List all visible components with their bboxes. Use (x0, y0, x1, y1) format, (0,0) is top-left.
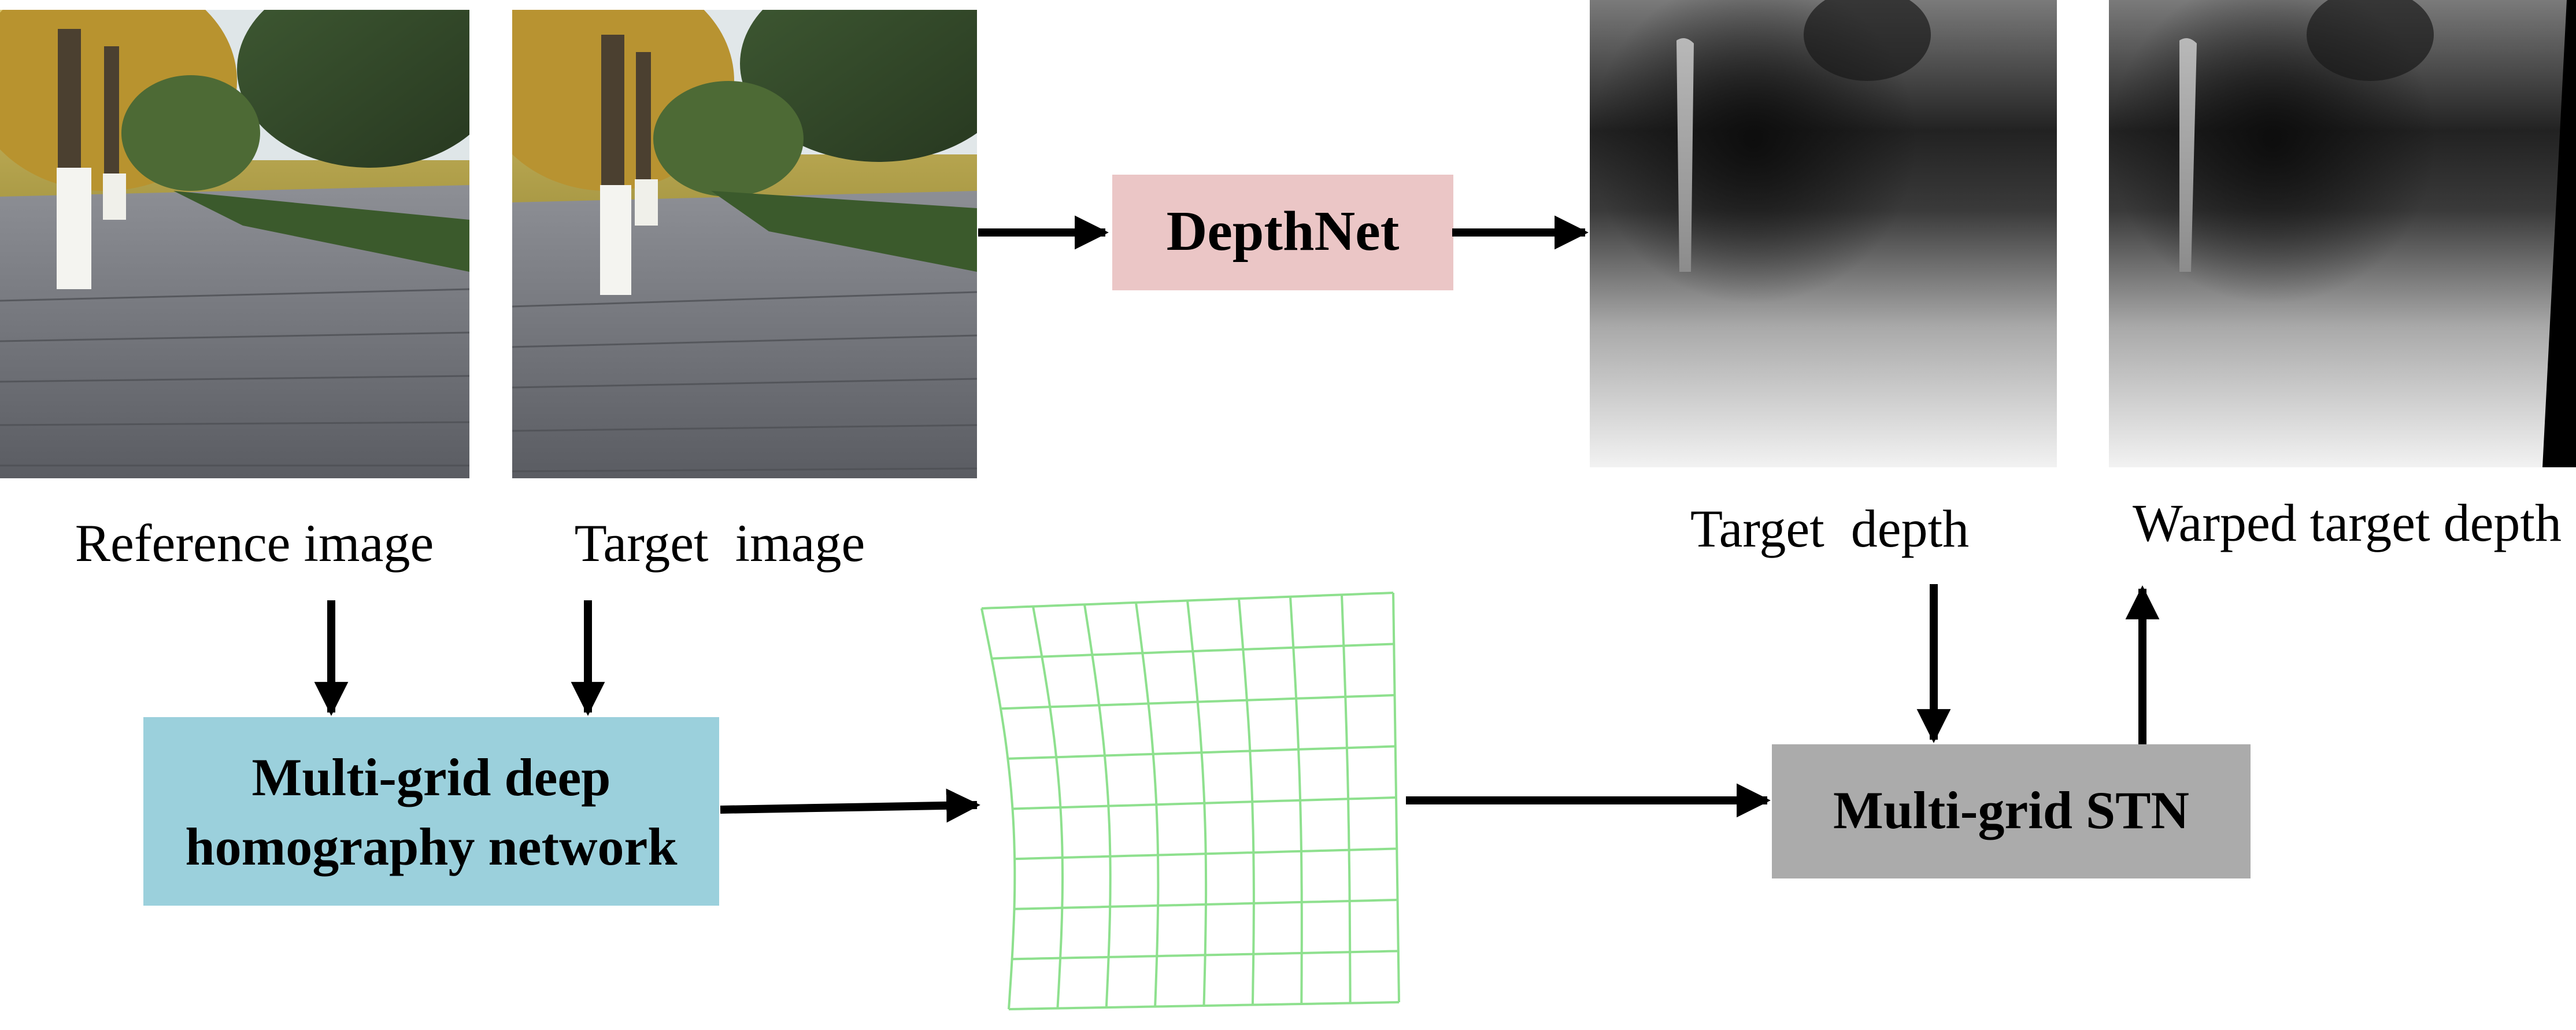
target-image-label: Target image (575, 514, 865, 573)
reference-image-label: Reference image (75, 514, 434, 573)
homography-mesh (980, 592, 1400, 1010)
homography-label-line1: Multi-grid deep (252, 748, 611, 807)
mesh-horizontal-line (981, 592, 1394, 610)
arrows (314, 215, 2160, 823)
mesh-horizontal-line (1008, 745, 1396, 760)
stn-box: Multi-grid STN (1772, 744, 2251, 878)
depthnet-box: DepthNet (1112, 175, 1453, 290)
mesh-horizontal-line (1014, 899, 1398, 910)
mesh-horizontal-line (1008, 1001, 1400, 1010)
homography-network-box: Multi-grid deep homography network (143, 717, 719, 906)
warped-depth-label: Warped target depth (2133, 493, 2562, 552)
arrow-homography-to-mesh (720, 788, 980, 823)
mesh-horizontal-line (1015, 847, 1397, 861)
warped-depth-map (2109, 0, 2576, 467)
mesh-horizontal-line (991, 643, 1394, 660)
stn-label: Multi-grid STN (1833, 781, 2189, 840)
target-depth-label: Target depth (1690, 499, 1969, 558)
depthnet-label: DepthNet (1167, 200, 1400, 263)
mesh-horizontal-line (1012, 796, 1397, 810)
target-depth-map (1590, 0, 2057, 467)
mesh-horizontal-line (1012, 950, 1398, 961)
reference-image (0, 10, 469, 478)
mesh-vertical-line (980, 608, 1016, 1010)
homography-label-line2: homography network (185, 817, 678, 876)
target-image (512, 10, 977, 478)
mesh-horizontal-line (1000, 694, 1395, 710)
